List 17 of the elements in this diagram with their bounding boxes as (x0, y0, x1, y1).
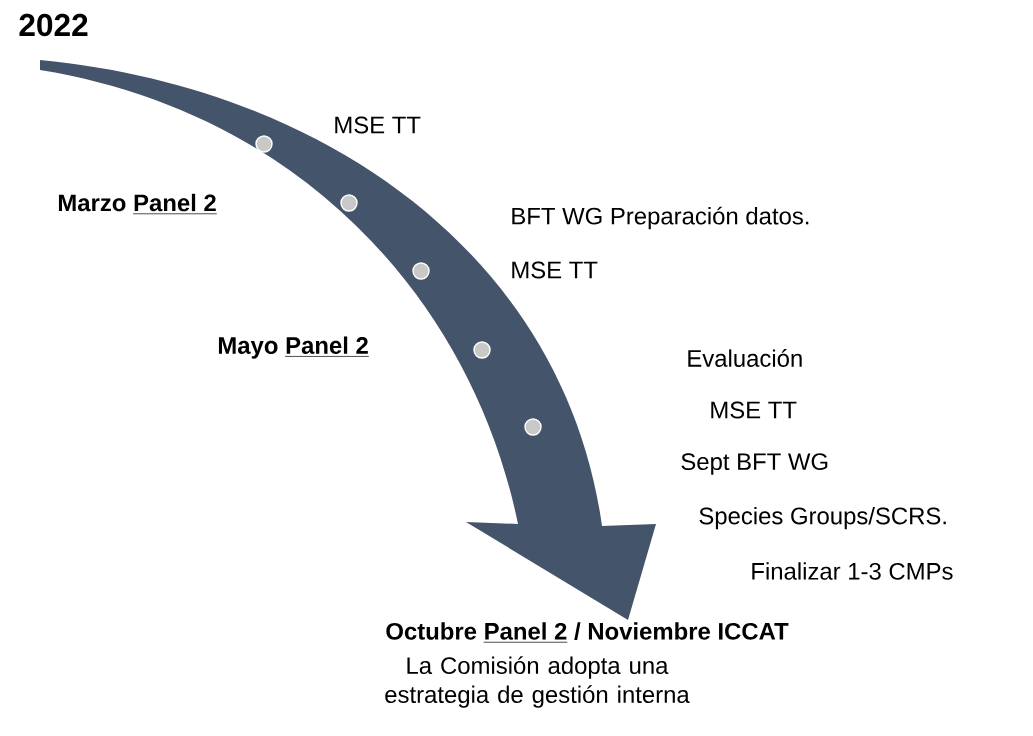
timeline-label: / Noviembre ICCAT (574, 622, 789, 640)
timeline-label: Panel 2 (132, 193, 218, 215)
timeline-label: BFT WG Preparación datos. (512, 206, 809, 230)
timeline-label: Mayo (218, 337, 278, 359)
timeline-label: Panel 2 (483, 622, 568, 643)
timeline-label: Evaluación (688, 349, 802, 367)
timeline-label: Panel 2 (284, 336, 370, 357)
timeline-label: Species Groups/SCRS. (699, 506, 946, 530)
timeline-label: La Comisión adopta una estrategia de gestión interna (385, 656, 690, 708)
year-title: 2022 (19, 13, 88, 37)
timeline-label: Octubre (386, 622, 477, 640)
timeline-label: MSE TT (711, 401, 797, 419)
timeline-label: MSE TT (512, 261, 598, 279)
timeline-label: Sept BFT WG (681, 453, 828, 475)
timeline-label: MSE TT (335, 116, 421, 134)
timeline-label: Finalizar 1-3 CMPs (752, 562, 953, 580)
timeline-label: Marzo (58, 194, 126, 212)
